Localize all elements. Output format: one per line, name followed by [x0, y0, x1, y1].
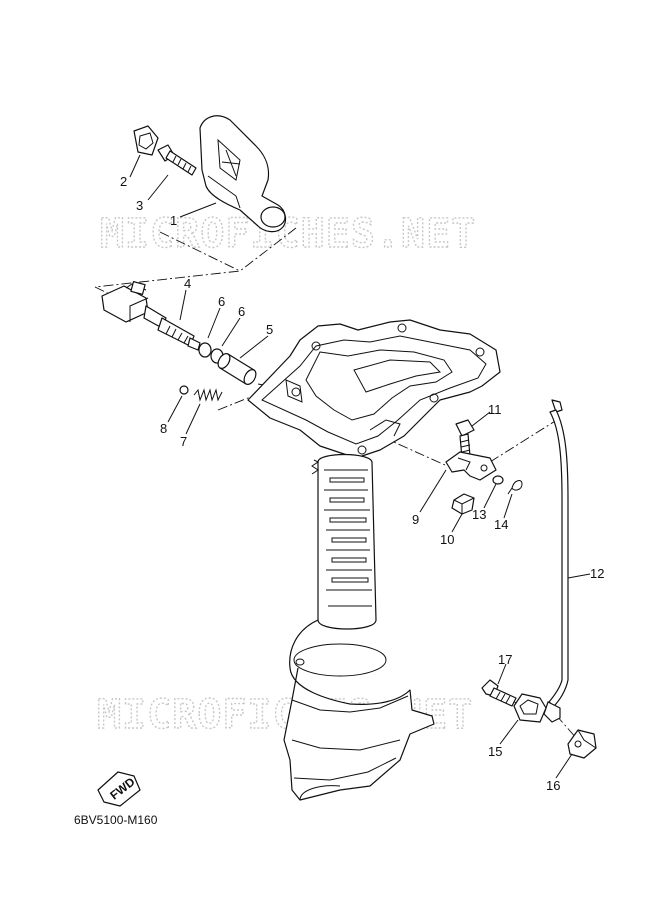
callout-13: 13 [472, 507, 486, 522]
leader-frame-upper [94, 227, 297, 288]
bolt-part-17 [481, 679, 517, 707]
leader-2 [129, 154, 141, 178]
callout-10: 10 [440, 532, 454, 547]
callout-6a: 6 [218, 294, 225, 309]
callout-8: 8 [160, 421, 167, 436]
callout-7: 7 [180, 434, 187, 449]
washer-part-13 [492, 475, 504, 485]
o-ring-part-6a [198, 342, 212, 358]
bolt-part-3 [157, 144, 197, 176]
clip-part-14 [507, 480, 523, 495]
callout-4: 4 [184, 276, 191, 291]
leader-14 [503, 493, 513, 519]
callout-12: 12 [590, 566, 604, 581]
callout-5: 5 [266, 322, 273, 337]
leader-6a [207, 307, 221, 339]
callout-1: 1 [170, 213, 177, 228]
shaft-assembly-part-4 [101, 281, 201, 351]
callout-2: 2 [120, 174, 127, 189]
bracket-part-9 [445, 451, 497, 481]
ball-part-8 [179, 385, 189, 395]
plate-part-15 [513, 693, 547, 723]
callout-15: 15 [488, 744, 502, 759]
leader-13 [483, 483, 497, 509]
leader-6b [221, 317, 241, 347]
clip-block-part-16 [567, 729, 597, 759]
leader-15 [499, 719, 519, 745]
spring-part-7 [193, 388, 223, 402]
leader-10 [451, 513, 463, 533]
leader-4 [179, 289, 187, 321]
watermark-top: MICROFICHES.NET [100, 211, 476, 257]
leader-17 [497, 663, 507, 685]
sleeve-part-5 [217, 353, 257, 385]
callout-16: 16 [546, 778, 560, 793]
callout-11: 11 [488, 402, 502, 417]
rod-part-12 [543, 399, 569, 723]
callout-9: 9 [412, 512, 419, 527]
drive-shaft-housing [247, 319, 501, 801]
leader-7 [185, 403, 201, 435]
leader-9 [419, 469, 447, 513]
bolt-part-11 [455, 419, 475, 459]
leader-spring-housing [217, 393, 259, 411]
tiller-handle-part-1 [199, 115, 287, 233]
callout-14: 14 [494, 517, 508, 532]
leader-11 [471, 411, 491, 427]
leader-3 [147, 174, 169, 201]
leader-8 [167, 395, 183, 423]
leader-5 [239, 335, 269, 359]
leader-16 [555, 753, 573, 779]
callout-6b: 6 [238, 304, 245, 319]
leader-1 [179, 202, 217, 218]
leader-frame-mid [159, 231, 241, 272]
block-part-10 [451, 493, 475, 515]
fwd-arrow-icon: FWD [97, 771, 141, 807]
diagram-code: 6BV5100-M160 [74, 813, 158, 827]
callout-17: 17 [498, 652, 512, 667]
leader-12 [567, 573, 591, 579]
cap-part-2 [133, 125, 159, 156]
callout-3: 3 [136, 198, 143, 213]
leader-bracket-rod [489, 417, 561, 463]
